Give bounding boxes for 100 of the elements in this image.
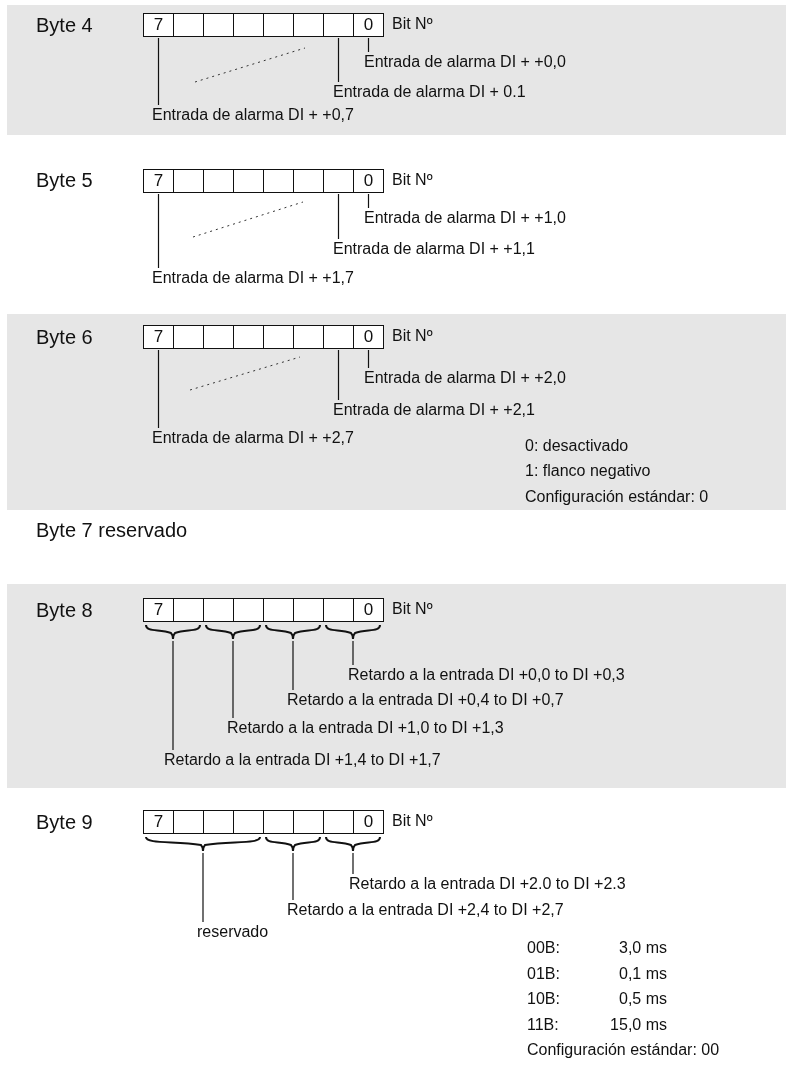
bit-cell: 0 <box>353 13 384 37</box>
bit-cell <box>293 325 324 349</box>
bit-cell <box>233 13 264 37</box>
bit-cell: 7 <box>143 810 174 834</box>
leader-line <box>337 349 340 401</box>
leader-line <box>367 37 370 53</box>
bit-description: Entrada de alarma DI + +2,7 <box>152 428 354 448</box>
bit-description: Entrada de alarma DI + +0,0 <box>364 52 566 72</box>
leader-line <box>292 852 294 901</box>
bit-cell <box>323 13 354 37</box>
label-text: 10B: <box>527 989 560 1009</box>
bit-cell <box>233 169 264 193</box>
leader-line <box>292 640 294 691</box>
bit-cell <box>263 325 294 349</box>
label-text: 0,1 ms <box>618 964 667 984</box>
label-text: Bit Nº <box>392 170 433 190</box>
curly-brace <box>145 836 261 852</box>
bit-cell <box>173 325 204 349</box>
bit-cell <box>173 13 204 37</box>
label-text: Bit Nº <box>392 811 433 831</box>
shaded-panel <box>7 584 786 788</box>
bit-cell <box>173 598 204 622</box>
label-text: Bit Nº <box>392 14 433 34</box>
byte-label: Byte 4 <box>36 13 93 37</box>
bit-cell <box>233 325 264 349</box>
label-text: 1: flanco negativo <box>525 461 651 481</box>
bit-cell <box>323 325 354 349</box>
bit-cell: 7 <box>143 169 174 193</box>
curly-brace <box>325 624 381 640</box>
bit-cell <box>263 169 294 193</box>
label-text: 0: desactivado <box>525 436 629 456</box>
label-text: Configuración estándar: 0 <box>525 487 709 507</box>
leader-line <box>352 852 354 875</box>
bit-cell <box>203 169 234 193</box>
bit-cell: 0 <box>353 598 384 622</box>
bit-cell: 7 <box>143 13 174 37</box>
curly-brace <box>145 624 201 640</box>
leader-line <box>367 349 370 369</box>
bit-description: Entrada de alarma DI + +1,0 <box>364 208 566 228</box>
bit-description: Retardo a la entrada DI +2,4 to DI +2,7 <box>287 900 564 920</box>
bit-cell <box>203 598 234 622</box>
leader-line <box>157 37 160 106</box>
byte-label: Byte 6 <box>36 325 93 349</box>
curly-brace <box>265 836 321 852</box>
bit-cell: 7 <box>143 325 174 349</box>
bit-cell <box>173 169 204 193</box>
leader-line <box>157 193 160 269</box>
bit-cell <box>323 598 354 622</box>
byte-label: Byte 5 <box>36 168 93 192</box>
bit-cell <box>293 13 324 37</box>
label-text: 15,0 ms <box>609 1015 667 1035</box>
bit-description: Retardo a la entrada DI +0,0 to DI +0,3 <box>348 665 625 685</box>
curly-brace <box>205 624 261 640</box>
bit-description: Entrada de alarma DI + +2,0 <box>364 368 566 388</box>
bit-description: Entrada de alarma DI + +2,1 <box>333 400 535 420</box>
label-text: 11B: <box>527 1015 559 1035</box>
curly-brace <box>265 624 321 640</box>
bit-cell: 7 <box>143 598 174 622</box>
bit-cell <box>203 325 234 349</box>
bit-cell <box>233 598 264 622</box>
bit-cell <box>293 169 324 193</box>
bit-cell <box>263 598 294 622</box>
leader-line <box>337 37 340 83</box>
byte-label: Byte 7 reservado <box>36 518 188 542</box>
byte-label: Byte 9 <box>36 810 93 834</box>
leader-line <box>232 640 234 719</box>
bit-description: Retardo a la entrada DI +2.0 to DI +2.3 <box>349 874 626 894</box>
bit-cell: 0 <box>353 325 384 349</box>
label-text: Bit Nº <box>392 326 433 346</box>
bit-cell <box>263 810 294 834</box>
bit-cell <box>233 810 264 834</box>
bit-cell <box>293 810 324 834</box>
bit-cell <box>173 810 204 834</box>
leader-line <box>172 640 174 751</box>
bit-cell: 0 <box>353 810 384 834</box>
label-text: Configuración estándar: 00 <box>527 1040 720 1060</box>
shaded-panel <box>7 314 786 510</box>
bit-description: Retardo a la entrada DI +1,0 to DI +1,3 <box>227 718 504 738</box>
leader-line <box>337 193 340 240</box>
bit-cell <box>203 810 234 834</box>
bit-cell: 0 <box>353 169 384 193</box>
bit-description: Retardo a la entrada DI +0,4 to DI +0,7 <box>287 690 564 710</box>
curly-brace <box>325 836 381 852</box>
label-text: Bit Nº <box>392 599 433 619</box>
bit-description: Retardo a la entrada DI +1,4 to DI +1,7 <box>164 750 441 770</box>
leader-line <box>202 852 204 923</box>
bit-description: reservado <box>197 922 269 942</box>
leader-line <box>352 640 354 666</box>
bit-description: Entrada de alarma DI + 0.1 <box>333 82 526 102</box>
label-text: 0,5 ms <box>618 989 667 1009</box>
byte-label: Byte 8 <box>36 598 93 622</box>
bit-description: Entrada de alarma DI + +0,7 <box>152 105 354 125</box>
leader-line <box>157 349 160 429</box>
label-text: 00B: <box>527 938 560 958</box>
bit-cell <box>323 810 354 834</box>
bit-description: Entrada de alarma DI + +1,1 <box>333 239 535 259</box>
bit-cell <box>293 598 324 622</box>
bit-cell <box>203 13 234 37</box>
label-text: 01B: <box>527 964 560 984</box>
bit-description: Entrada de alarma DI + +1,7 <box>152 268 354 288</box>
